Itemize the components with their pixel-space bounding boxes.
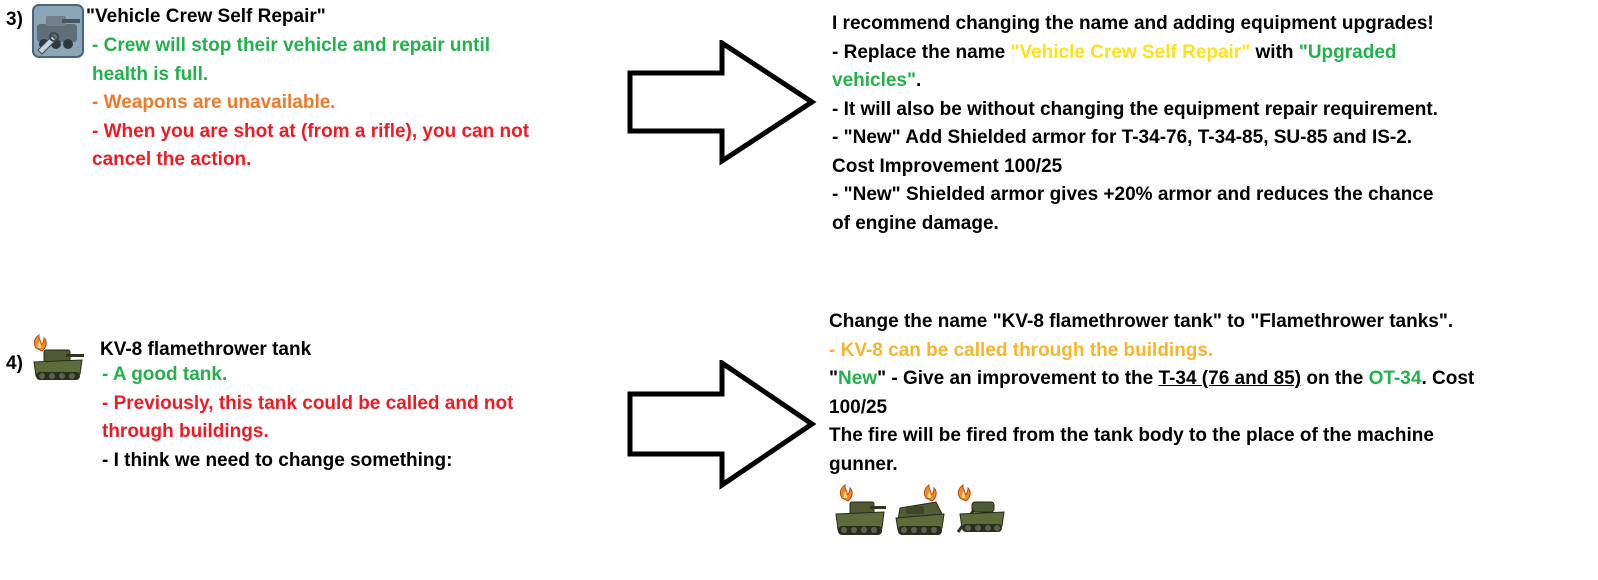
- item-4-line-3: through buildings.: [102, 421, 269, 442]
- item-4-proposal-line-1: Change the name "KV-8 flamethrower tank"…: [829, 311, 1454, 332]
- item-3-proposal-line-5: - "New" Add Shielded armor for T-34-76, …: [832, 127, 1413, 148]
- item-3-proposal-line-8: of engine damage.: [832, 212, 999, 234]
- flamethrower-tank-icon: [892, 484, 948, 540]
- text-segment: ": [829, 368, 839, 389]
- item-4-line-2: - Previously, this tank could be called …: [102, 392, 514, 414]
- tank-icon-row: [832, 484, 1008, 540]
- item-3-proposal-line-3: vehicles".: [832, 67, 1438, 96]
- flamethrower-tank-icon: [28, 334, 86, 384]
- flamethrower-tank-icon: [832, 484, 888, 540]
- item-4-proposal-line-5: The fire will be fired from the tank bod…: [829, 425, 1434, 446]
- text-segment: on the: [1301, 368, 1369, 389]
- item-4-proposal-line-6: gunner.: [829, 453, 898, 475]
- item-3-description: - Crew will stop their vehicle and repai…: [92, 32, 529, 175]
- new-name-text: vehicles": [832, 70, 917, 91]
- item-4-proposal-line-4: 100/25: [829, 396, 888, 418]
- right-arrow-icon: [626, 38, 818, 176]
- item-3-title: "Vehicle Crew Self Repair": [86, 6, 326, 27]
- new-name-text: "Upgraded: [1298, 41, 1397, 63]
- item-4-line-1: - A good tank.: [102, 364, 228, 385]
- item-3-proposal-line-2: - Replace the name "Vehicle Crew Self Re…: [832, 39, 1438, 68]
- item-3-line-1: - Crew will stop their vehicle and repai…: [92, 35, 491, 56]
- item-4-title: KV-8 flamethrower tank: [100, 339, 312, 360]
- item-3-proposal: I recommend changing the name and adding…: [832, 10, 1438, 238]
- flamethrower-tank-icon: [952, 484, 1008, 540]
- item-4-number: 4): [6, 353, 23, 374]
- text-segment: " - Give an improvement to the: [877, 368, 1159, 389]
- text-segment: . Cost: [1421, 368, 1475, 389]
- item-3-line-4: - When you are shot at (from a rifle), y…: [92, 120, 530, 142]
- old-name-text: "Vehicle Crew Self Repair": [1010, 41, 1251, 63]
- item-3-proposal-line-6: Cost Improvement 100/25: [832, 155, 1063, 177]
- item-3-number: 3): [6, 9, 23, 30]
- item-3-line-5: cancel the action.: [92, 149, 252, 170]
- ot34-text: OT-34: [1368, 368, 1422, 389]
- text-segment: with: [1250, 41, 1299, 63]
- item-3-proposal-line-4: - It will also be without changing the e…: [832, 98, 1438, 120]
- t34-text: T-34 (76 and 85): [1158, 368, 1302, 389]
- item-3-proposal-line-7: - "New" Shielded armor gives +20% armor …: [832, 184, 1434, 205]
- item-4-line-4: - I think we need to change something:: [102, 449, 453, 471]
- item-3-proposal-line-1: I recommend changing the name and adding…: [832, 13, 1434, 34]
- right-arrow-icon: [626, 358, 818, 500]
- text-segment: .: [916, 70, 922, 91]
- new-label-text: New: [838, 368, 878, 389]
- item-4-proposal-line-3: "New" - Give an improvement to the T-34 …: [829, 365, 1474, 394]
- item-3-line-2: health is full.: [92, 63, 209, 85]
- item-4-proposal: Change the name "KV-8 flamethrower tank"…: [829, 308, 1474, 479]
- item-3-line-3: - Weapons are unavailable.: [92, 92, 336, 113]
- text-segment: - Replace the name: [832, 41, 1011, 63]
- item-4-proposal-line-2: - KV-8 can be called through the buildin…: [829, 339, 1214, 361]
- item-4-description: - A good tank. - Previously, this tank c…: [102, 361, 513, 475]
- repair-tank-icon: [32, 4, 84, 58]
